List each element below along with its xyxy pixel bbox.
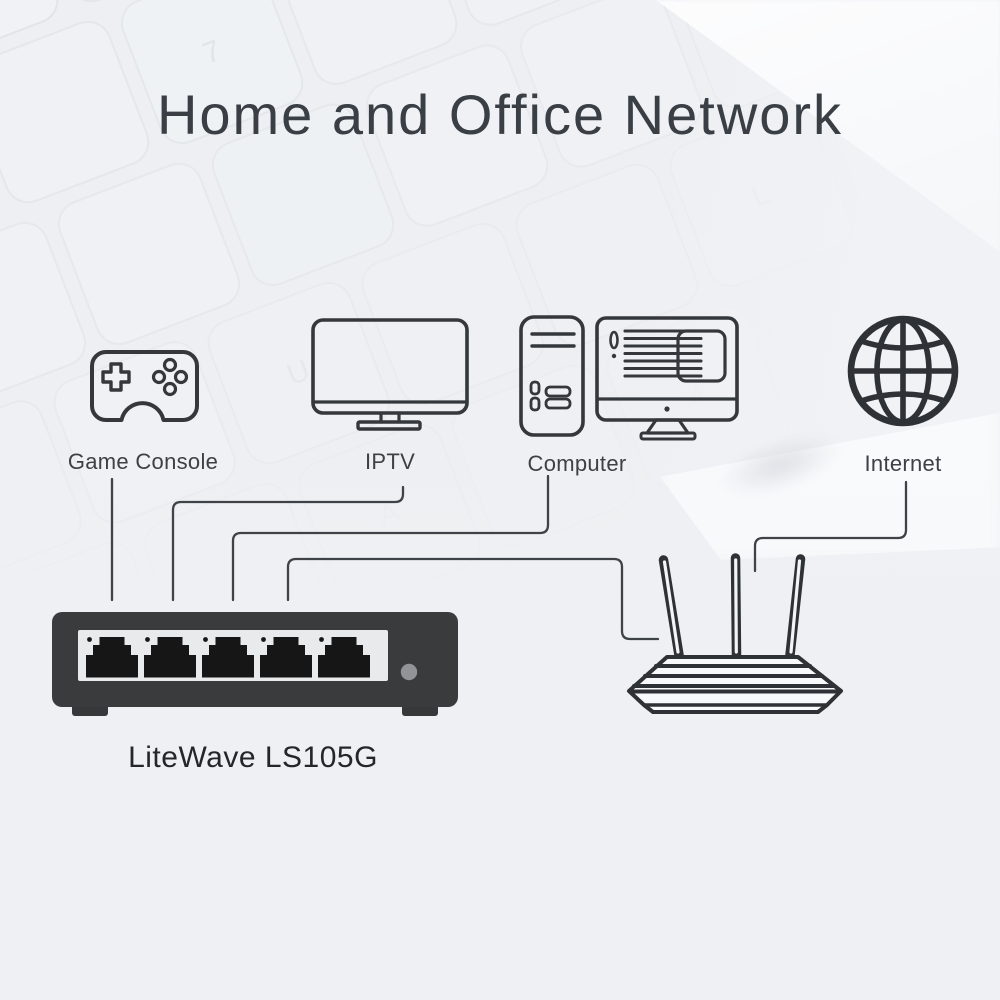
- router-antenna: [658, 555, 684, 660]
- gamepad-buttons-icon: [151, 357, 189, 397]
- ethernet-port-jack: [86, 637, 138, 678]
- port-led-dot: [87, 637, 92, 642]
- router-antenna: [730, 553, 742, 660]
- ethernet-port-jack: [260, 637, 312, 678]
- internet-label: Internet: [864, 451, 942, 476]
- switch-ports: [86, 637, 370, 678]
- ethernet-port: [86, 637, 138, 678]
- ethernet-port-jack: [144, 637, 196, 678]
- router-device: [627, 553, 843, 714]
- port-led-dot: [319, 637, 324, 642]
- computer-tower-icon: [519, 315, 585, 437]
- globe-icon: [847, 315, 959, 427]
- switch-power-led: [400, 663, 418, 681]
- ethernet-port: [260, 637, 312, 678]
- ethernet-port: [318, 637, 370, 678]
- iptv-label: IPTV: [364, 449, 416, 474]
- port-led-dot: [203, 637, 208, 642]
- ethernet-port: [202, 637, 254, 678]
- port-led-dot: [145, 637, 150, 642]
- connection-lines: [110, 474, 908, 641]
- switch-product-name: LiteWave LS105G: [128, 741, 378, 774]
- port-led-dot: [261, 637, 266, 642]
- game-console-label: Game Console: [67, 449, 219, 474]
- router-antennas: [658, 553, 806, 660]
- ethernet-port-jack: [318, 637, 370, 678]
- router-body: [627, 655, 843, 714]
- ethernet-port-jack: [202, 637, 254, 678]
- connection-switch-to-router: [286, 557, 660, 641]
- desktop-computer-icon: [519, 315, 739, 441]
- dpad-cross-icon: [101, 362, 131, 392]
- computer-label: Computer: [527, 451, 627, 476]
- tv-icon: [311, 318, 469, 431]
- connection-internet-to-router: [753, 480, 908, 573]
- router-antenna: [785, 554, 806, 660]
- switch-device: [52, 612, 458, 716]
- connection-iptv-to-switch: [171, 485, 405, 602]
- computer-monitor-icon: [595, 316, 739, 441]
- page-title: Home and Office Network: [156, 83, 844, 146]
- game-controller-icon: [90, 350, 199, 422]
- connection-computer-to-switch: [231, 474, 550, 602]
- ethernet-port: [144, 637, 196, 678]
